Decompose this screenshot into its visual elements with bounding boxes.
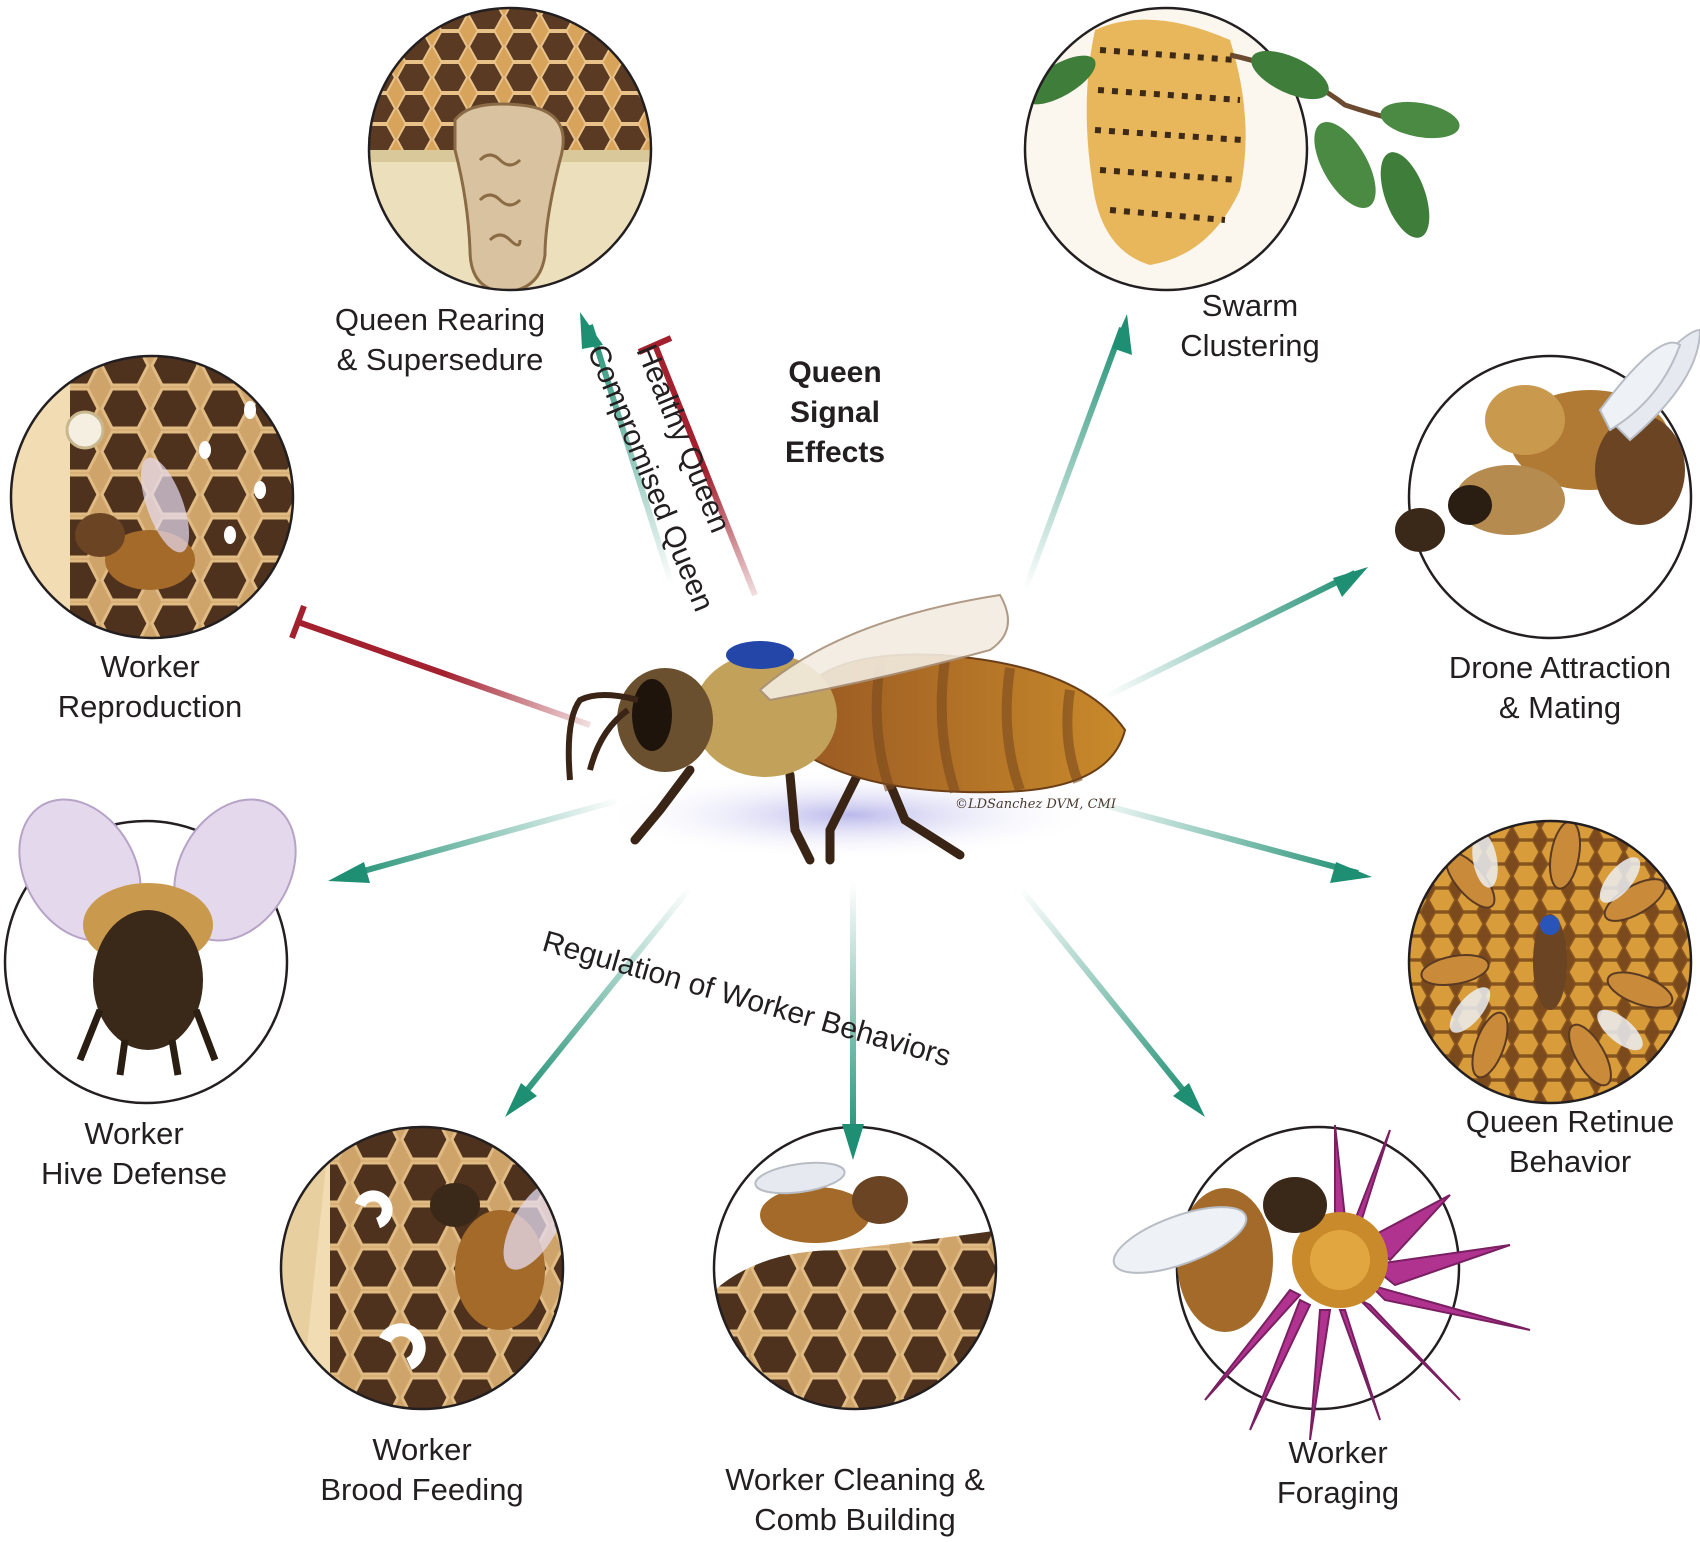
queen-bee-illustration: ©LDSanchez DVM, CMI [565, 593, 1127, 865]
queen-retinue-arrow [1084, 797, 1372, 883]
queen-rearing-stimulate-arrow [580, 312, 675, 586]
queen-rearing-inhibit-line [637, 335, 758, 597]
label-queen-rearing: Queen Rearing& Supersedure [334, 302, 546, 377]
worker-cleaning-arrow [842, 883, 864, 1160]
artist-signature: ©LDSanchez DVM, CMI [955, 797, 1117, 812]
swarm-clustering-illustration [1023, 6, 1460, 292]
worker-foraging-arrow [1017, 886, 1205, 1117]
drone-attraction-illustration [1395, 328, 1700, 640]
diagram-title: Queen Signal Effects [784, 356, 886, 469]
worker-brood-feeding-illustration [279, 1125, 565, 1411]
worker-hive-defense-illustration [3, 798, 297, 1105]
queen-rearing-illustration [367, 6, 653, 292]
swarm-clustering-arrow [1022, 314, 1132, 592]
worker-hive-defense-arrow [328, 797, 621, 883]
worker-brood-feeding-arrow [505, 886, 693, 1117]
worker-reproduction-inhibit-line [289, 604, 591, 728]
worker-cleaning-illustration [712, 1125, 998, 1411]
queen-retinue-illustration [1407, 819, 1693, 1105]
drone-attraction-arrow [1103, 567, 1368, 700]
worker-reproduction-illustration [9, 354, 295, 640]
label-worker-cleaning: Worker Cleaning &Comb Building [725, 1462, 985, 1537]
label-drone-attraction: Drone Attraction& Mating [1448, 650, 1672, 725]
worker-foraging-illustration [1112, 1124, 1531, 1441]
